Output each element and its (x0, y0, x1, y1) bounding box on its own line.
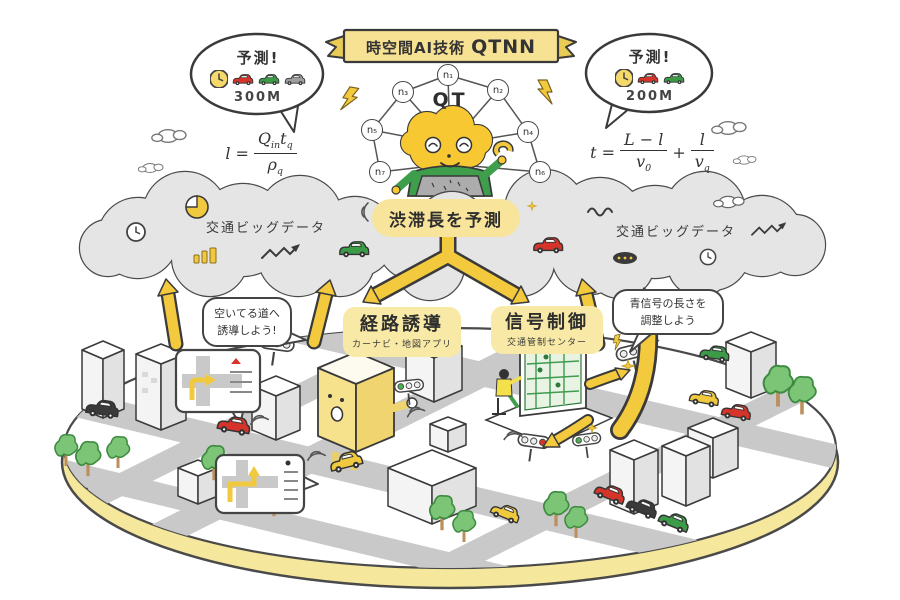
cube-mouth (330, 406, 344, 422)
formula-travel-time: t = L − l v0 + l vq (572, 126, 732, 178)
network-node-3: n₃ (392, 81, 414, 103)
banner-title: 時空間AI技術 QTNN (346, 33, 556, 61)
banner-title-jp: 時空間AI技術 (365, 38, 466, 57)
control-center (484, 339, 614, 447)
formula-queue-length: l = Qintq ρq (196, 128, 326, 178)
data-pill-icon (613, 252, 637, 264)
character-name-label: QT (432, 89, 468, 111)
qtnn-character (391, 104, 514, 197)
arrow-pointer-signal2 (542, 414, 594, 448)
building (429, 416, 467, 453)
network-node-2: n₂ (487, 79, 509, 101)
signal-control-title: 信号制御 (505, 312, 589, 334)
big-data-label-right: 交通ビッグデータ (615, 224, 736, 240)
route-guidance-title: 経路誘導 (360, 314, 444, 336)
operator-person (492, 369, 522, 415)
prediction-bubble-left: 予測! 300M (195, 40, 321, 112)
predicted-distance: 300M (233, 90, 283, 105)
banner-ribbon (325, 28, 577, 64)
route-callout-bubble: 空いてる道へ 誘導しよう! (202, 297, 292, 347)
arrow-fork-down (362, 225, 530, 305)
congestion-prediction-box: 渋滞長を予測 (372, 199, 520, 237)
speech-bubble-left-shape (189, 32, 325, 133)
navigation-popup (214, 453, 319, 515)
big-data-label-left: 交通ビッグデータ (205, 220, 326, 236)
car-icon-green (258, 73, 280, 86)
arrow-up-route (306, 279, 337, 350)
prediction-label: 予測! (628, 48, 672, 66)
network-node-1: n₁ (437, 64, 459, 86)
route-guidance-box: 経路誘導 カーナビ・地図アプリ (343, 307, 461, 357)
pie-chart-icon (185, 195, 209, 219)
network-node-6: n₆ (529, 161, 551, 183)
route-guidance-subtitle: カーナビ・地図アプリ (351, 339, 452, 350)
lightning-icon (537, 79, 553, 105)
signal-callout-bubble: 青信号の長さを 調整しよう (612, 289, 724, 335)
navigation-popup (174, 348, 262, 425)
clock-icon (210, 70, 228, 88)
character-eye (455, 136, 473, 154)
signal-control-box: 信号制御 交通管制センター (491, 306, 603, 354)
network-node-5: n₅ (361, 119, 383, 141)
building (661, 435, 711, 507)
network-node-4: n₄ (517, 121, 539, 143)
car-icon-gray (284, 73, 306, 86)
car-icon-green (663, 72, 685, 85)
lightning-icon (340, 85, 360, 113)
signal-control-subtitle: 交通管制センター (506, 337, 587, 348)
car-icon-red (637, 72, 659, 85)
building (177, 459, 219, 505)
building (725, 331, 777, 399)
cloud-doodles (126, 195, 788, 266)
banner-title-en: QTNN (471, 36, 537, 58)
cube-building-character (317, 351, 418, 470)
prediction-bubble-right: 予測! 200M (590, 40, 710, 110)
clock-icon (126, 222, 146, 242)
bar-chart-icon (193, 247, 217, 264)
network-node-7: n₇ (369, 161, 391, 183)
city-platter (53, 326, 840, 590)
clock-icon (699, 248, 717, 266)
character-eye (424, 136, 442, 154)
car-icon-red (232, 73, 254, 86)
squiggle-icon (587, 207, 613, 217)
character-vest (414, 175, 486, 197)
arrow-up-left (157, 278, 184, 352)
clock-icon (615, 69, 633, 87)
prediction-label: 予測! (236, 49, 280, 67)
arrow-pointer-signal1 (584, 367, 631, 390)
predicted-distance: 200M (625, 89, 675, 104)
